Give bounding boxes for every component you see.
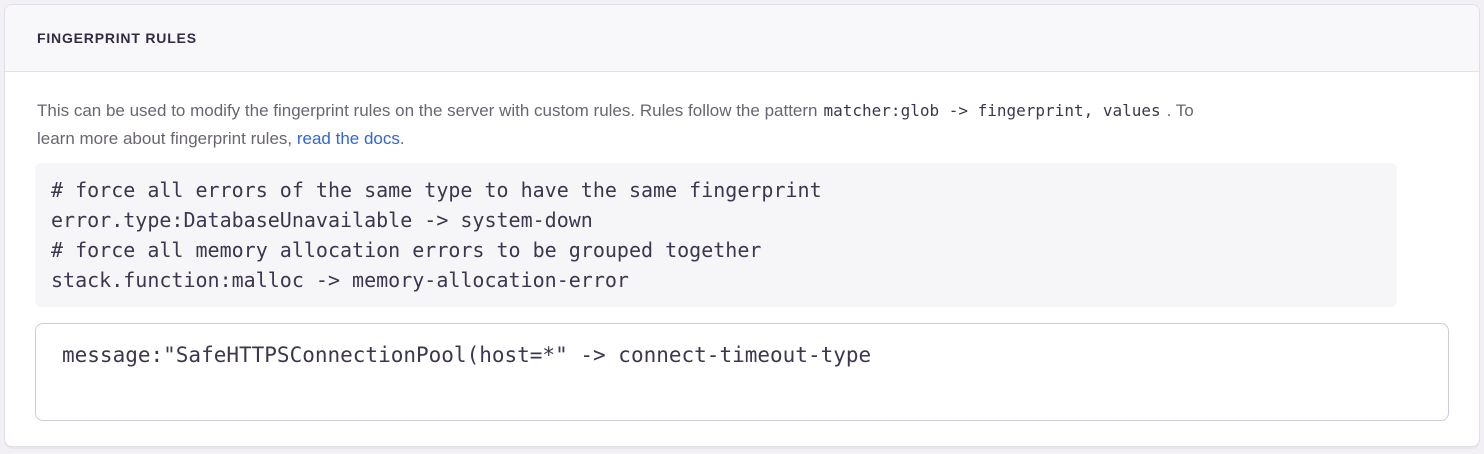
description-line-1: This can be used to modify the fingerpri…: [37, 97, 1449, 125]
panel-description: This can be used to modify the fingerpri…: [35, 97, 1449, 153]
example-rules-code-block: # force all errors of the same type to h…: [35, 163, 1397, 307]
fingerprint-rules-panel: FINGERPRINT RULES This can be used to mo…: [4, 4, 1480, 447]
description-text: .: [399, 129, 405, 148]
description-text: learn more about fingerprint rules,: [37, 129, 297, 148]
description-text: This can be used to modify the fingerpri…: [37, 101, 818, 120]
description-text: . To: [1166, 101, 1194, 120]
fingerprint-rules-textarea[interactable]: message:"SafeHTTPSConnectionPool(host=*"…: [35, 323, 1449, 421]
panel-header: FINGERPRINT RULES: [5, 5, 1479, 72]
pattern-inline-code: matcher:glob -> fingerprint, values: [823, 101, 1161, 120]
description-line-2: learn more about fingerprint rules, read…: [37, 125, 1449, 153]
read-the-docs-link[interactable]: read the docs: [296, 129, 400, 148]
panel-body: This can be used to modify the fingerpri…: [5, 72, 1479, 446]
panel-title: FINGERPRINT RULES: [37, 30, 197, 46]
